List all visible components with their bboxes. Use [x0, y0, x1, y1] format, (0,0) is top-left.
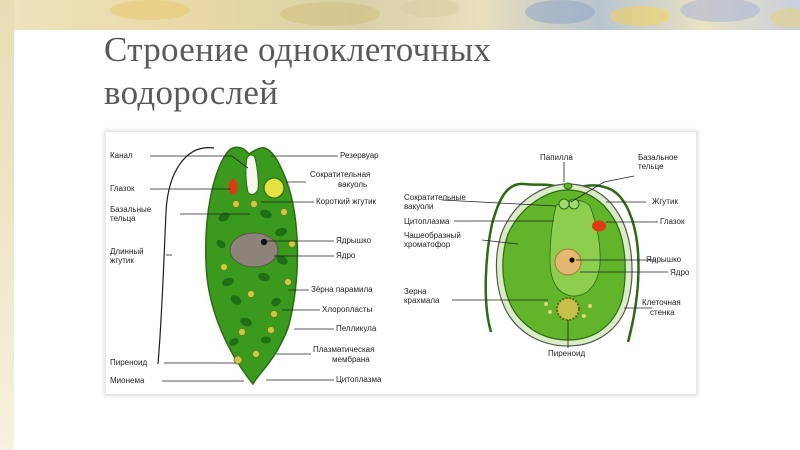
- chlamydomonas-contractile-vacuole: [559, 199, 569, 209]
- label-pyrenoid: Пиреноид: [110, 358, 147, 367]
- label-flagellum: Жгутик: [652, 197, 678, 206]
- diagram-panel: Канал Глазок Базальные тельца Длинный жг…: [106, 132, 696, 394]
- label-basal-body-2: тельце: [638, 162, 664, 171]
- label-basal-body-1: Базальное: [638, 153, 678, 162]
- chlamydomonas-nucleolus: [569, 257, 574, 262]
- label-cytoplasm: Цитоплазма: [336, 375, 382, 384]
- label-canal: Канал: [110, 151, 133, 160]
- label-pellicle: Пелликула: [336, 324, 377, 333]
- euglena-stigma: [229, 179, 238, 195]
- label-chromatophore-2: хроматофор: [404, 240, 451, 249]
- label-long-flagellum-1: Длинный: [110, 247, 144, 256]
- label-basal-bodies-2: тельца: [110, 214, 136, 223]
- label-stigma: Глазок: [110, 184, 135, 193]
- label-paramylon-grains: Зёрна парамила: [311, 285, 373, 294]
- chlamydomonas-nucleus: [555, 249, 581, 275]
- label-myoneme: Мионема: [110, 376, 145, 385]
- label-papilla: Папилла: [540, 153, 573, 162]
- slide-title-line-1: Строение одноклеточных: [104, 30, 491, 69]
- label-nucleus: Ядро: [670, 268, 690, 277]
- label-short-flagellum: Короткий жгутик: [316, 197, 377, 206]
- chlamydomonas-papilla: [564, 183, 572, 189]
- label-stigma: Глазок: [660, 217, 685, 226]
- chlamydomonas-cytoplasm: [550, 200, 600, 296]
- label-chromatophore-1: Чашеобразный: [404, 231, 461, 240]
- chlamydomonas-stigma: [592, 221, 606, 232]
- label-long-flagellum-2: жгутик: [110, 256, 134, 265]
- algae-structure-diagram: Канал Глазок Базальные тельца Длинный жг…: [106, 132, 696, 394]
- label-contractile-vacuoles-2: вакуоли: [404, 202, 434, 211]
- label-contractile-vacuoles-1: Сократительные: [404, 193, 466, 202]
- label-cytoplasm: Цитоплазма: [404, 217, 450, 226]
- euglena-diagram: Канал Глазок Базальные тельца Длинный жг…: [110, 147, 382, 385]
- label-cell-wall-2: стенка: [650, 308, 675, 317]
- chlamydomonas-pyrenoid: [557, 298, 579, 320]
- euglena-contractile-vacuole: [264, 178, 284, 198]
- decorative-left-strip: [0, 0, 14, 450]
- label-contractile-vacuole-1: Сократительная: [310, 170, 370, 179]
- decorative-floral-banner: [0, 0, 800, 30]
- label-contractile-vacuole-2: вакуоль: [338, 180, 367, 189]
- chlamydomonas-diagram: Папилла Сократительные вакуоли Цитоплазм…: [404, 153, 690, 358]
- label-plasma-membrane-1: Плазматическая: [313, 345, 374, 354]
- label-plasma-membrane-2: мембрана: [332, 355, 370, 364]
- label-chloroplasts: Хлоропласты: [322, 305, 373, 314]
- slide-title: Строение одноклеточных водорослей: [104, 28, 704, 114]
- label-starch-grains-2: крахмала: [404, 296, 440, 305]
- euglena-nucleolus: [261, 239, 267, 245]
- label-pyrenoid: Пиреноид: [548, 349, 585, 358]
- label-reservoir: Резервуар: [340, 151, 379, 160]
- euglena-nucleus: [230, 233, 278, 267]
- label-cell-wall-1: Клеточная: [642, 298, 681, 307]
- label-starch-grains-1: Зерна: [404, 287, 427, 296]
- label-nucleolus: Ядрышко: [336, 236, 372, 245]
- label-basal-bodies-1: Базальные: [110, 205, 152, 214]
- label-nucleus: Ядро: [336, 251, 356, 260]
- label-nucleolus: Ядрышко: [646, 255, 682, 264]
- slide-title-line-2: водорослей: [104, 73, 278, 112]
